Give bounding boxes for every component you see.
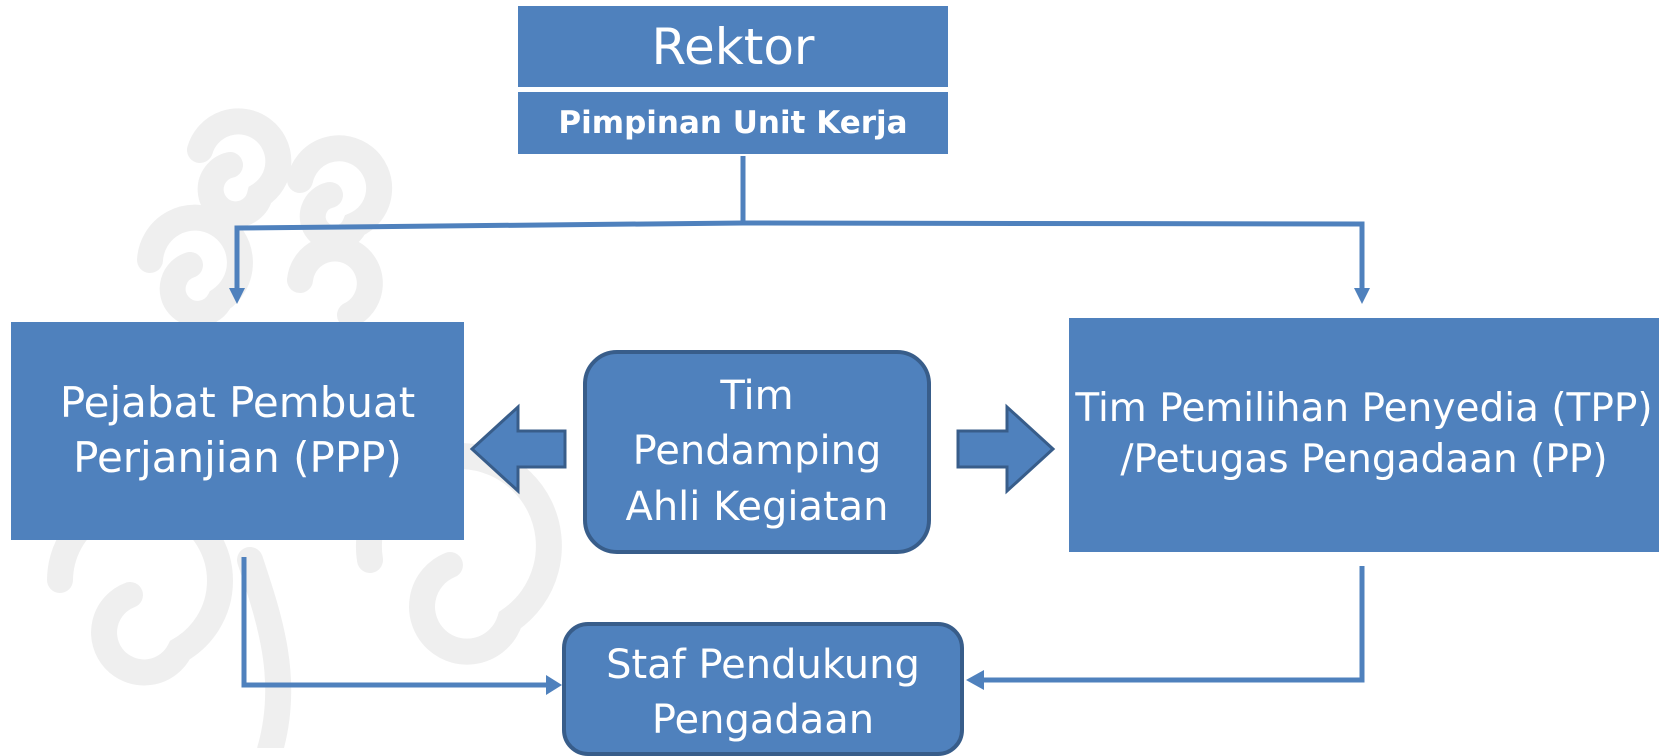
tim-pendamping-box: Tim Pendamping Ahli Kegiatan	[583, 350, 931, 554]
arrowhead-to-staf-from-right	[966, 670, 984, 690]
staf-pendukung-label: Staf Pendukung Pengadaan	[606, 642, 920, 744]
tim-pendamping-label: Tim Pendamping Ahli Kegiatan	[625, 373, 889, 530]
ppp-label: Pejabat Pembuat Perjanjian (PPP)	[59, 378, 416, 482]
connector-branch-left	[234, 220, 744, 292]
arrowhead-to-staf-from-left	[546, 675, 562, 695]
arrowhead-left-down	[229, 288, 245, 304]
block-arrow-right	[956, 403, 1056, 495]
rektor-label: Rektor	[651, 17, 815, 76]
connector-tpp-to-staf	[982, 566, 1365, 683]
tpp-box: Tim Pemilihan Penyedia (TPP) /Petugas Pe…	[1069, 318, 1659, 552]
connector-ppp-to-staf	[241, 557, 548, 688]
pimpinan-unit-kerja-label: Pimpinan Unit Kerja	[558, 105, 908, 141]
pimpinan-unit-kerja-box: Pimpinan Unit Kerja	[518, 92, 948, 154]
connector-branch-right	[742, 220, 1365, 292]
arrowhead-right-down	[1354, 288, 1370, 304]
tpp-label: Tim Pemilihan Penyedia (TPP) /Petugas Pe…	[1075, 386, 1653, 482]
ppp-box: Pejabat Pembuat Perjanjian (PPP)	[11, 322, 464, 540]
rektor-box: Rektor	[518, 6, 948, 87]
block-arrow-left	[469, 403, 567, 495]
staf-pendukung-box: Staf Pendukung Pengadaan	[562, 622, 964, 756]
